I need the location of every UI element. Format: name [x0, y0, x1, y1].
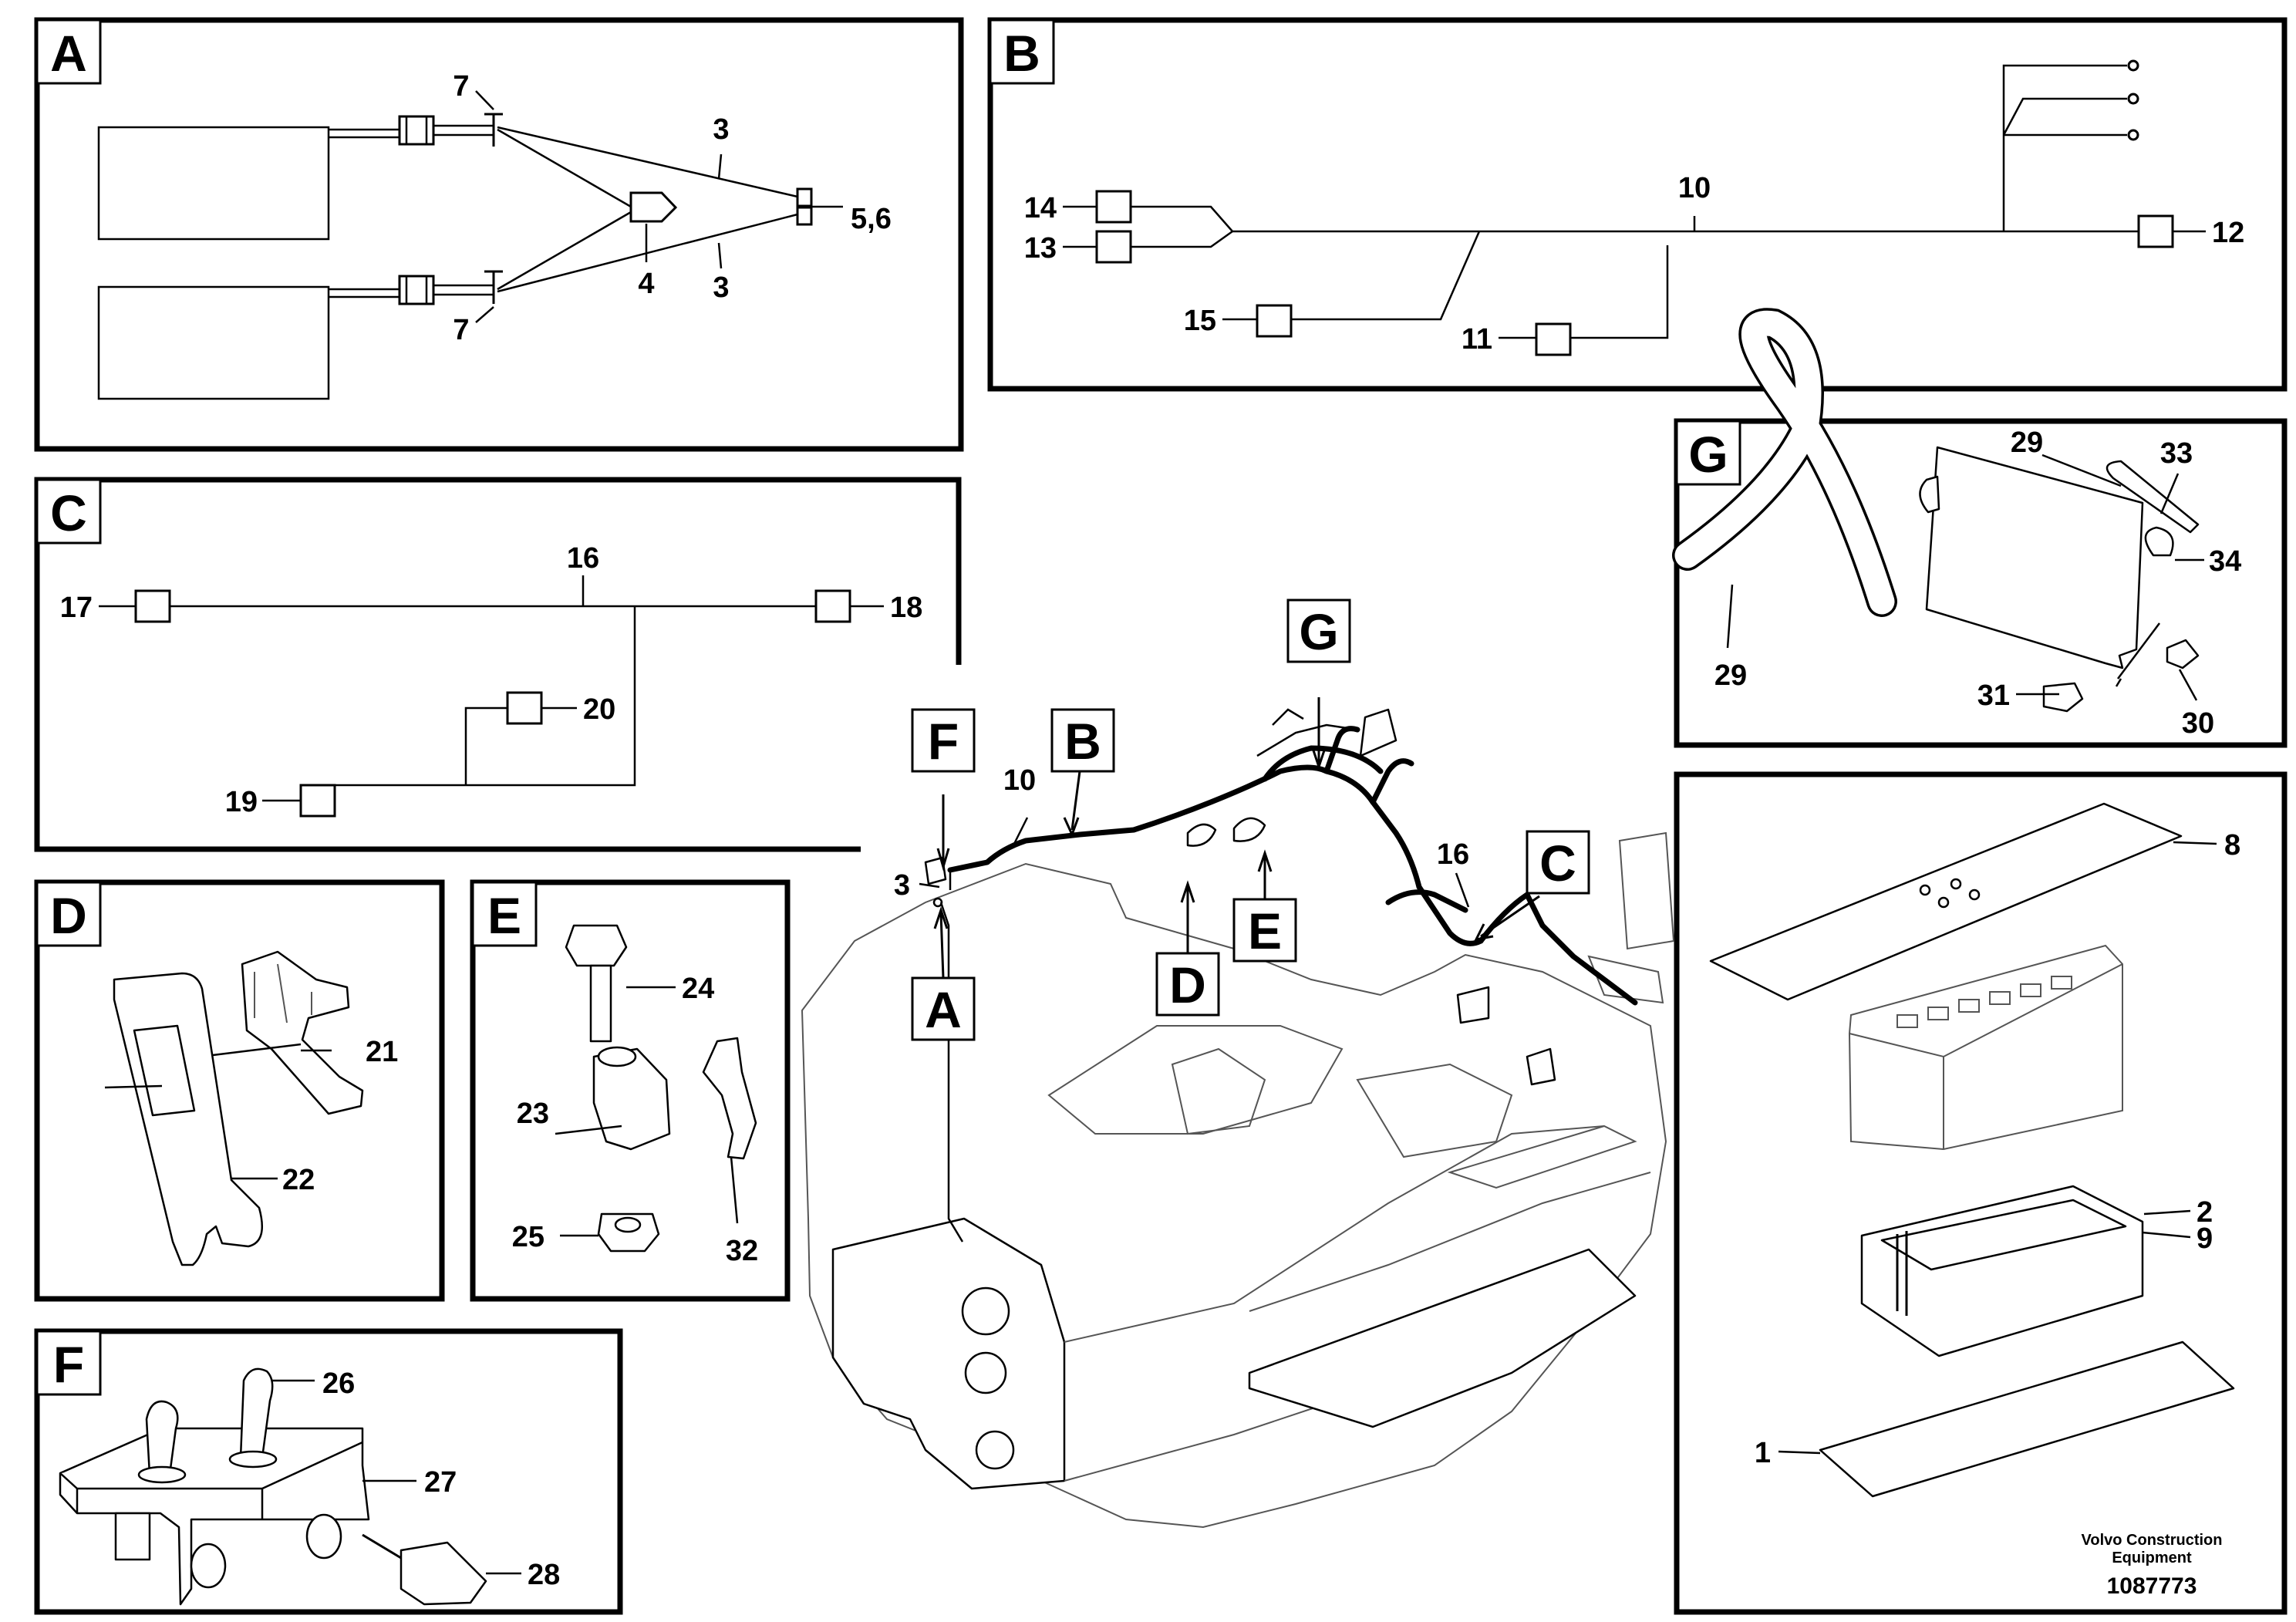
label-14: 14 — [1024, 192, 1057, 224]
label-8: 8 — [2224, 829, 2240, 862]
label-15: 15 — [1184, 305, 1216, 337]
label-2: 2 — [2197, 1196, 2213, 1229]
callout-d: D — [1169, 956, 1206, 1013]
label-23: 23 — [517, 1098, 549, 1130]
label-7: 7 — [453, 70, 469, 103]
label-33: 33 — [2160, 437, 2193, 470]
label-26: 26 — [322, 1367, 355, 1400]
label-16: 16 — [567, 542, 599, 575]
callout-e: E — [1248, 902, 1282, 959]
label-27: 27 — [424, 1466, 457, 1499]
label-24: 24 — [682, 973, 714, 1005]
battery-panel: 8 2 9 1 Volvo Construction Equipment 108… — [1674, 771, 2288, 1615]
label-16: 16 — [1437, 838, 1469, 871]
panel-d-tag: D — [50, 887, 87, 944]
label-10: 10 — [1003, 764, 1036, 797]
main-chassis-view: F B G C D E A 10 3 16 — [801, 599, 1675, 1529]
label-21: 21 — [366, 1036, 398, 1068]
panel-c-tag: C — [50, 484, 87, 541]
label-3: 3 — [894, 869, 910, 902]
panel-b-tag: B — [1003, 25, 1040, 82]
label-10: 10 — [1678, 172, 1711, 204]
label-34: 34 — [2209, 545, 2241, 578]
label-13: 13 — [1024, 232, 1057, 265]
panel-g-tag: G — [1688, 426, 1728, 483]
label-17: 17 — [60, 592, 93, 624]
panel-a-tag: A — [50, 25, 87, 82]
label-3: 3 — [713, 271, 729, 304]
label-12: 12 — [2212, 217, 2244, 249]
label-20: 20 — [583, 693, 615, 726]
panel-d: D 21 22 — [34, 879, 445, 1302]
company-line-2: Equipment — [2112, 1549, 2192, 1566]
label-1: 1 — [1755, 1437, 1771, 1469]
company-line-1: Volvo Construction — [2082, 1532, 2223, 1549]
callout-f: F — [928, 713, 959, 770]
callout-c: C — [1539, 835, 1576, 892]
label-29: 29 — [1714, 659, 1747, 692]
label-9: 9 — [2197, 1222, 2213, 1255]
panel-e: E 24 23 25 32 — [470, 879, 791, 1302]
label-7: 7 — [453, 314, 469, 346]
panel-g: G 29 29 33 34 31 30 — [1672, 308, 2288, 748]
callout-g: G — [1299, 603, 1338, 660]
label-25: 25 — [512, 1221, 544, 1253]
callout-b: B — [1064, 713, 1101, 770]
label-32: 32 — [726, 1235, 758, 1267]
panel-b: B 14 13 10 15 11 12 — [987, 17, 2288, 392]
drawing-number: 1087773 — [2107, 1573, 2197, 1599]
panel-a: A 7 7 3 3 4 5,6 — [34, 17, 964, 452]
label-29: 29 — [2011, 427, 2043, 459]
panel-f: F 26 27 28 — [34, 1328, 623, 1615]
panel-f-tag: F — [53, 1336, 84, 1393]
label-5-6: 5,6 — [851, 203, 892, 235]
label-19: 19 — [225, 786, 258, 818]
label-30: 30 — [2182, 707, 2214, 740]
callout-a: A — [925, 981, 962, 1038]
panel-e-tag: E — [487, 887, 521, 944]
label-11: 11 — [1462, 323, 1492, 356]
label-4: 4 — [638, 268, 654, 300]
label-22: 22 — [282, 1164, 315, 1196]
label-18: 18 — [890, 592, 922, 624]
label-3: 3 — [713, 113, 729, 146]
label-31: 31 — [1977, 679, 2010, 712]
label-28: 28 — [528, 1559, 560, 1591]
panel-c: C 16 17 18 20 19 — [34, 477, 962, 852]
